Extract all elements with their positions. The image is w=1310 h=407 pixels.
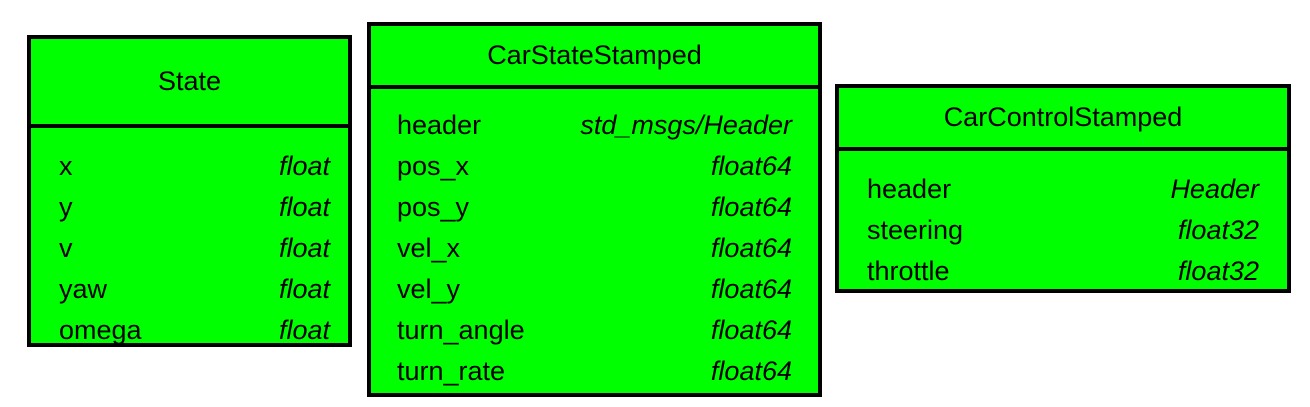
field-name: yaw — [59, 274, 108, 304]
field-type: float64 — [710, 315, 792, 345]
field-type: float64 — [710, 356, 792, 386]
field-type: std_msgs/Header — [580, 110, 792, 140]
field-name: vel_x — [397, 233, 461, 263]
car-state-stamped-class-box: CarStateStamped header std_msgs/Header p… — [367, 22, 822, 397]
field-row-vel-y: vel_y float64 — [397, 269, 792, 310]
field-type: float — [278, 233, 330, 263]
car-control-stamped-class-box: CarControlStamped header Header steering… — [835, 84, 1291, 293]
field-row-steering: steering float32 — [867, 210, 1259, 251]
field-type: float — [278, 151, 330, 181]
field-type: float — [278, 274, 330, 304]
field-name: throttle — [867, 256, 950, 286]
field-name: pos_y — [397, 192, 470, 222]
field-name: y — [59, 192, 73, 222]
field-name: header — [397, 110, 482, 140]
field-type: float32 — [1177, 256, 1259, 286]
field-row-header: header std_msgs/Header — [397, 105, 792, 146]
field-type: float64 — [710, 274, 792, 304]
field-name: vel_y — [397, 274, 461, 304]
state-class-title: State — [31, 39, 348, 128]
field-type: float64 — [710, 151, 792, 181]
field-type: float64 — [710, 233, 792, 263]
field-name: steering — [867, 215, 964, 245]
field-row-yaw: yaw float — [59, 269, 330, 310]
car-control-stamped-class-title: CarControlStamped — [839, 88, 1287, 151]
car-state-stamped-field-list: header std_msgs/Header pos_x float64 pos… — [371, 89, 818, 392]
field-type: float32 — [1177, 215, 1259, 245]
field-row-pos-y: pos_y float64 — [397, 187, 792, 228]
field-row-vel-x: vel_x float64 — [397, 228, 792, 269]
field-name: v — [59, 233, 73, 263]
field-name: turn_rate — [397, 356, 506, 386]
field-row-turn-rate: turn_rate float64 — [397, 351, 792, 392]
field-row-v: v float — [59, 228, 330, 269]
field-name: omega — [59, 315, 142, 345]
car-state-stamped-class-title: CarStateStamped — [371, 26, 818, 89]
field-type: float — [278, 192, 330, 222]
field-type: Header — [1170, 174, 1259, 204]
field-row-omega: omega float — [59, 310, 330, 351]
field-name: header — [867, 174, 952, 204]
field-type: float — [278, 315, 330, 345]
field-row-turn-angle: turn_angle float64 — [397, 310, 792, 351]
field-row-header: header Header — [867, 169, 1259, 210]
state-class-box: State x float y float v float yaw float … — [27, 35, 352, 347]
field-name: x — [59, 151, 73, 181]
state-field-list: x float y float v float yaw float omega … — [31, 128, 348, 351]
field-row-y: y float — [59, 187, 330, 228]
field-row-x: x float — [59, 146, 330, 187]
field-row-throttle: throttle float32 — [867, 251, 1259, 292]
field-name: pos_x — [397, 151, 470, 181]
car-control-stamped-field-list: header Header steering float32 throttle … — [839, 151, 1287, 292]
field-row-pos-x: pos_x float64 — [397, 146, 792, 187]
field-name: turn_angle — [397, 315, 525, 345]
field-type: float64 — [710, 192, 792, 222]
